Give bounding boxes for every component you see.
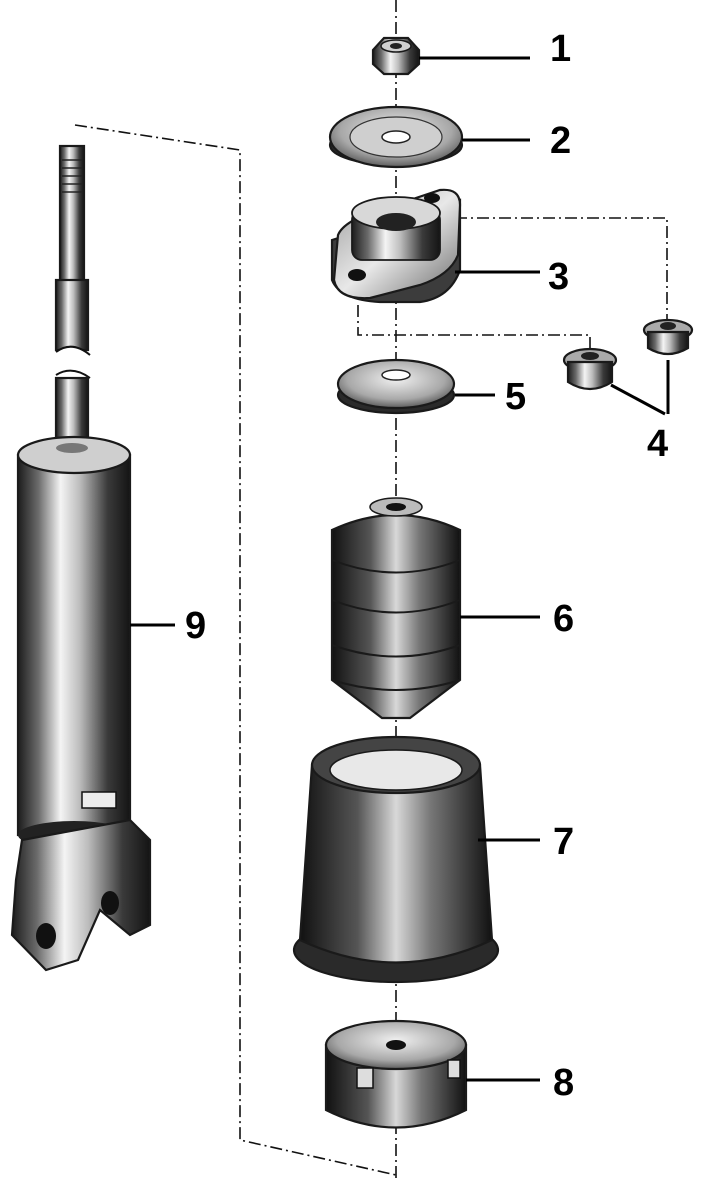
callout-3: 3 — [548, 256, 570, 298]
callout-6: 6 — [553, 598, 575, 640]
spacer-washer-part — [336, 358, 456, 415]
assembly-axis-lines — [74, 0, 668, 1182]
dust-boot-part — [292, 735, 500, 984]
callout-8: 8 — [553, 1062, 575, 1104]
washer-part — [328, 105, 464, 169]
callout-7: 7 — [553, 821, 575, 863]
shock-absorber-part — [10, 144, 152, 972]
callout-1: 1 — [550, 28, 572, 70]
leader-lines — [130, 56, 670, 1082]
callout-4: 4 — [647, 423, 669, 465]
bump-stop-part — [330, 497, 462, 720]
nut-part — [371, 36, 421, 76]
callout-5: 5 — [505, 376, 527, 418]
lower-cup-part — [324, 1019, 468, 1129]
callout-9: 9 — [185, 605, 207, 647]
callout-2: 2 — [550, 120, 572, 162]
flange-nuts-part — [562, 318, 694, 391]
upper-mount-part — [330, 188, 462, 304]
